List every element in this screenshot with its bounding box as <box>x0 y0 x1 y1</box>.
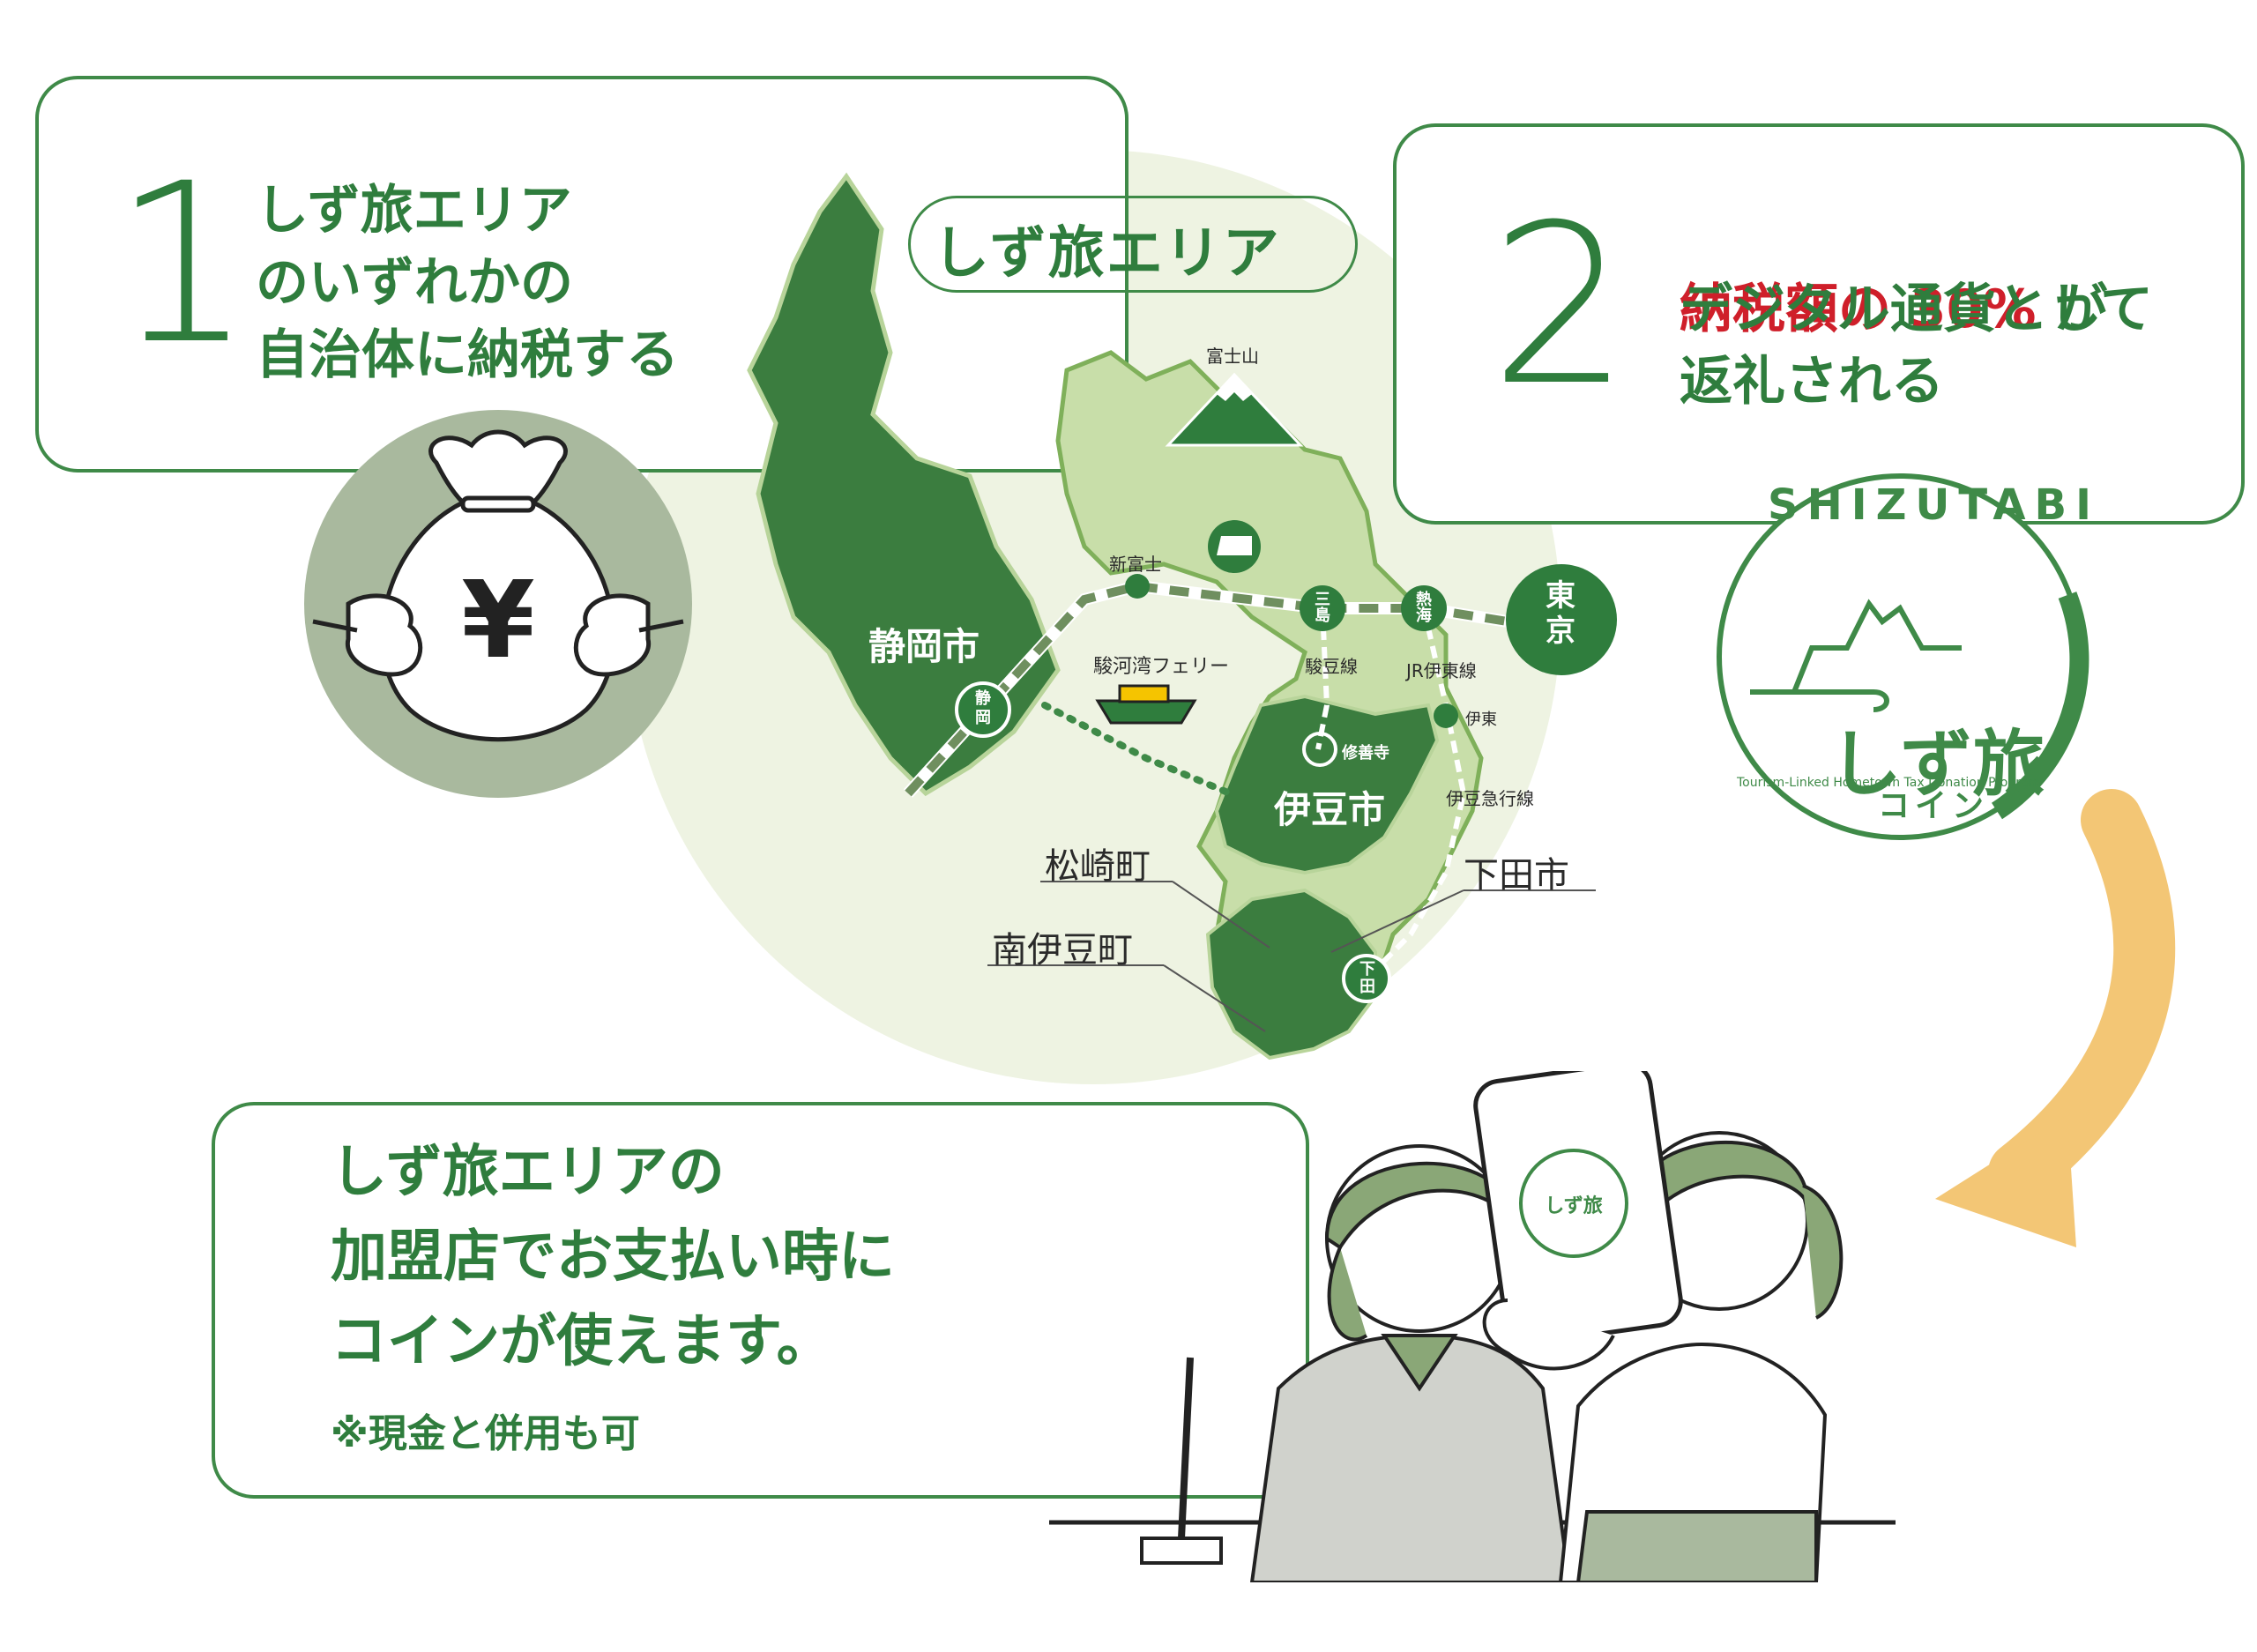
map-title: しず旅エリア <box>933 221 1281 286</box>
mount-fuji-icon <box>1165 372 1304 447</box>
ferry-icon <box>1095 684 1197 725</box>
shizutabi-coin <box>1717 473 2089 840</box>
tokyo-marker <box>1506 564 1617 675</box>
label-sunzu-line: 駿豆線 <box>1305 656 1358 677</box>
step3-text: しず旅エリアの 加盟店でお支払い時に コインが使えます。 <box>331 1140 895 1374</box>
shizuoka-city-shape <box>747 172 1061 797</box>
step2-highlight-suffix: が <box>2036 279 2108 340</box>
label-mount-fuji: 富士山 <box>1206 346 1259 367</box>
izukyu-line <box>1364 607 1467 981</box>
step2-number: 2 <box>1490 177 1631 434</box>
label-shinfuji: 新富士 <box>1109 554 1162 575</box>
label-shuzenji: 修善寺 <box>1342 744 1389 763</box>
south-izu-shape <box>1205 888 1377 1060</box>
map-title-pill <box>908 196 1358 293</box>
label-mishima: 三 島 <box>1315 591 1330 625</box>
step2-highlight: 納税額の 30% <box>1680 279 2037 340</box>
step1-number: 1 <box>113 136 254 392</box>
station-shimoda <box>1342 954 1391 1003</box>
step2-text: デジタル通貨として 返礼される <box>1680 279 2153 413</box>
label-ferry: 駿河湾フェリー <box>1093 656 1230 678</box>
coin-name: しず旅 <box>1829 723 2045 807</box>
izu-city-shape <box>1214 694 1440 875</box>
label-shizuoka-station: 静 岡 <box>975 689 991 727</box>
step2-headline: 納税額の 30% が <box>1680 201 2107 346</box>
label-izukyu-line: 伊豆急行線 <box>1446 788 1534 809</box>
label-jr-ito-line: JR伊東線 <box>1406 660 1477 681</box>
tokyo-label: 東 京 <box>1546 578 1575 649</box>
label-shimoda-city: 下田市 <box>1464 855 1569 896</box>
label-matsuzaki: 松崎町 <box>1045 846 1151 887</box>
step1-text: しず旅エリア のいずれかの 自治体に納税する <box>256 180 679 386</box>
coin-sub: コイン <box>1878 788 1990 824</box>
station-ito <box>1434 703 1458 728</box>
station-shuzenji <box>1302 732 1337 767</box>
money-bag-illustration: ¥ <box>304 410 692 798</box>
step3-note: ※現金と併用も可 <box>331 1411 640 1456</box>
coin-arc-text: SHIZUTABI <box>1768 480 2100 530</box>
label-izu-city: 伊豆市 <box>1274 788 1386 831</box>
station-mishima <box>1300 585 1345 631</box>
svg-text:しず旅: しず旅 <box>1545 1194 1603 1217</box>
step3-box <box>212 1102 1309 1499</box>
label-minamiizu: 南伊豆町 <box>992 930 1133 971</box>
label-ito: 伊東 <box>1465 711 1497 729</box>
station-atami <box>1401 585 1447 631</box>
station-shizuoka <box>955 681 1011 738</box>
ferry-route <box>1041 702 1233 797</box>
label-shizuoka-city: 静岡市 <box>868 625 980 668</box>
staff-customer-illustration: しず旅 <box>1049 1071 1896 1582</box>
yen-symbol: ¥ <box>461 560 535 682</box>
label-shimoda-station: 下 田 <box>1359 960 1375 996</box>
coin-ring-text: Tourism-Linked Hometown Tax Donation Pro… <box>1737 776 2041 790</box>
station-shinfuji <box>1125 574 1150 599</box>
label-atami: 熱 海 <box>1416 591 1432 625</box>
